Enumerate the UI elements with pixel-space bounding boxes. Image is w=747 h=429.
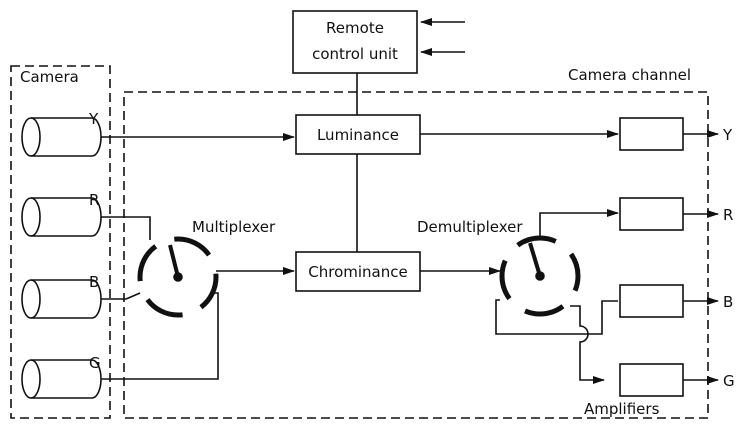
amplifier-g — [619, 363, 684, 397]
camera-channel-label: Camera channel — [568, 66, 691, 84]
camera-tube-label-b: B — [89, 273, 99, 291]
demultiplexer-hub — [535, 271, 545, 281]
r-to-multiplexer-wire — [101, 216, 151, 240]
multiplexer-label: Multiplexer — [192, 218, 276, 236]
camera-region-label: Camera — [20, 68, 79, 86]
camera-channel-region — [123, 91, 709, 419]
camera-region — [10, 65, 111, 419]
luminance-label: Luminance — [317, 126, 399, 144]
camera-tube-b — [21, 279, 102, 319]
multiplexer-switch — [137, 236, 219, 318]
camera-tube-label-g: G — [89, 354, 101, 372]
amplifier-y — [619, 117, 684, 151]
camera-tube-y — [21, 117, 102, 157]
amplifiers-label: Amplifiers — [584, 400, 660, 418]
remote-label-line2: control unit — [312, 45, 398, 63]
camera-tube-r — [21, 197, 102, 237]
output-label-y: Y — [722, 126, 733, 144]
amplifier-b — [619, 284, 684, 318]
b-to-multiplexer-wire — [101, 292, 141, 300]
output-label-g: G — [723, 372, 735, 390]
demultiplexer-arm — [528, 242, 542, 277]
camera-tube-label-y: Y — [88, 110, 99, 128]
camera-tube-g — [21, 359, 102, 399]
output-label-r: R — [723, 206, 733, 224]
demultiplexer-label: Demultiplexer — [417, 218, 523, 236]
demux-to-g-amplifier-wire — [570, 305, 605, 384]
output-label-b: B — [723, 293, 733, 311]
multiplexer-arm — [168, 244, 180, 278]
chrominance-label: Chrominance — [308, 263, 407, 281]
multiplexer-hub — [173, 272, 183, 282]
demux-to-b-amplifier-wire — [495, 299, 618, 335]
remote-label-line1: Remote — [326, 19, 384, 37]
camera-tube-label-r: R — [89, 191, 99, 209]
demux-to-r-amplifier-arrow — [539, 209, 619, 238]
amplifier-r — [619, 197, 684, 231]
remote-control-unit-box — [292, 10, 418, 74]
